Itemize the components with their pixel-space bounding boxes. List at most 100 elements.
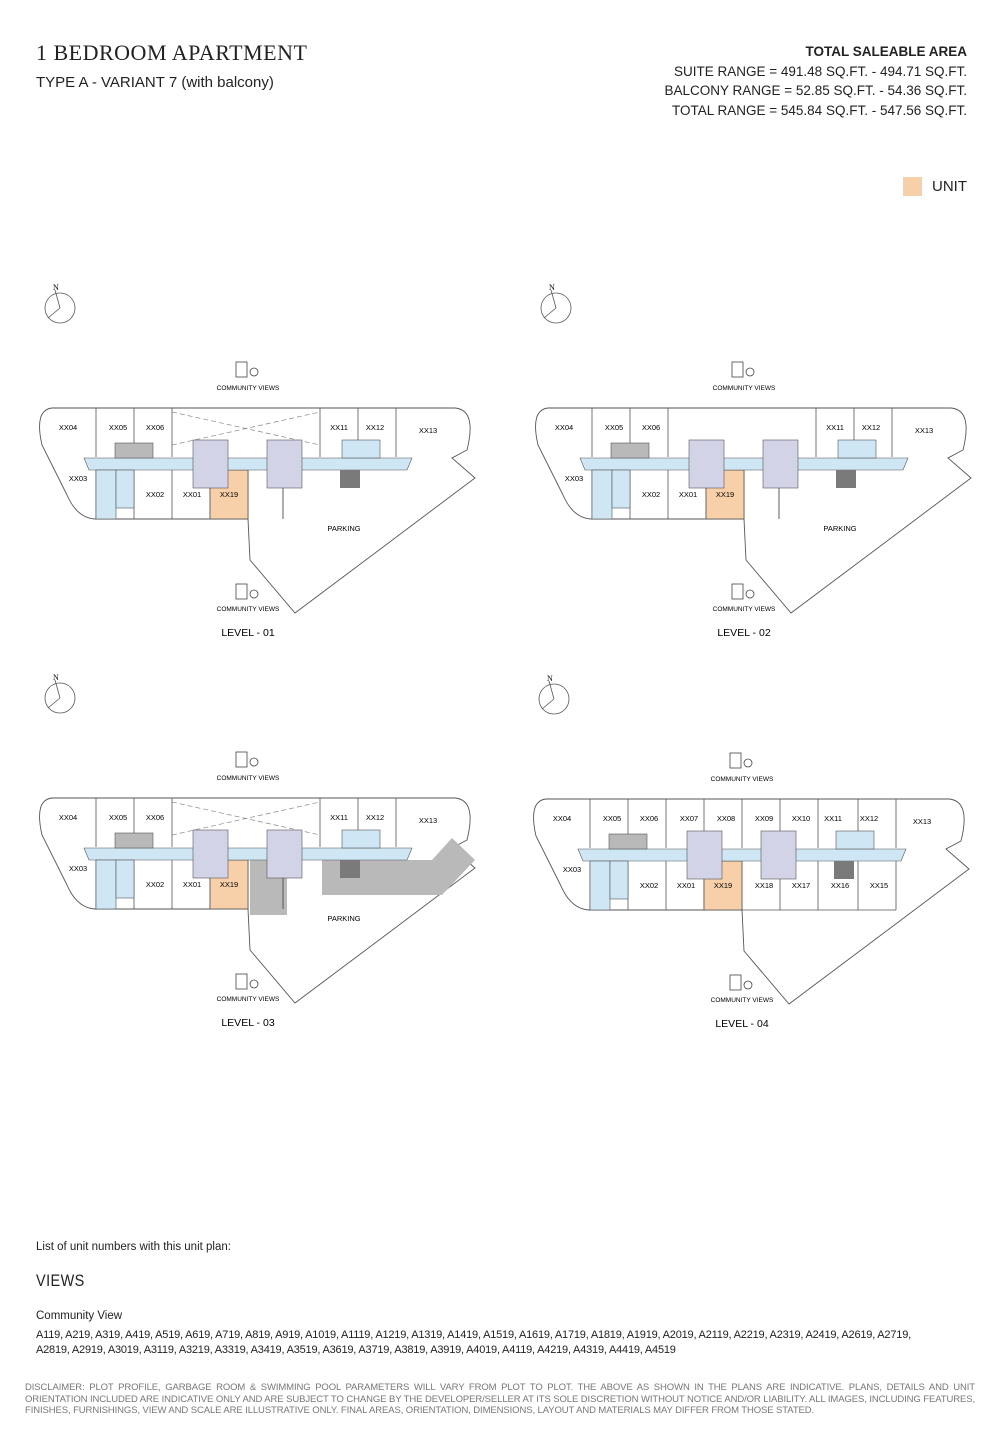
unit-label: XX03	[565, 474, 583, 483]
unit-label: XX01	[677, 881, 695, 890]
disclaimer: DISCLAIMER: PLOT PROFILE, GARBAGE ROOM &…	[25, 1382, 975, 1417]
compass-north-label: N	[547, 674, 553, 683]
building-icon	[731, 583, 744, 600]
corridor-lobby	[837, 439, 877, 459]
unit-label: XX08	[717, 814, 735, 823]
unit-label: XX15	[870, 881, 888, 890]
unit-label: XX05	[109, 813, 127, 822]
unit-label: XX03	[69, 474, 87, 483]
stair-core	[611, 469, 631, 509]
page-title: 1 BEDROOM APARTMENT	[36, 40, 308, 65]
community-views-label: COMMUNITY VIEWS	[217, 996, 280, 1003]
tree-icon	[745, 589, 755, 599]
level-label: LEVEL - 01	[221, 627, 274, 639]
stair-core	[115, 469, 135, 509]
suite-range: SUITE RANGE = 491.48 SQ.FT. - 494.71 SQ.…	[674, 63, 967, 79]
parking-label: PARKING	[327, 524, 360, 533]
compass-icon	[44, 682, 76, 714]
stair-core	[115, 859, 135, 899]
building-icon	[235, 973, 248, 990]
unit-label: XX03	[563, 865, 581, 874]
service-room	[114, 832, 154, 849]
unit-label: XX06	[640, 814, 658, 823]
garbage-room	[834, 861, 854, 879]
unit-label: XX11	[330, 813, 348, 822]
total-range: TOTAL RANGE = 545.84 SQ.FT. - 547.56 SQ.…	[672, 102, 967, 118]
building-icon	[235, 361, 248, 378]
unit-label: XX04	[59, 813, 77, 822]
unit-label: XX16	[831, 881, 849, 890]
building-icon	[729, 974, 742, 991]
tree-icon	[249, 979, 259, 989]
unit-label: XX11	[824, 814, 842, 823]
elevator-core	[192, 439, 229, 489]
legend: UNIT	[903, 177, 967, 196]
legend-label: UNIT	[932, 178, 967, 195]
level-label: LEVEL - 03	[221, 1017, 274, 1029]
compass-needle	[54, 679, 61, 699]
compass-north-label: N	[53, 673, 59, 682]
stair-core	[609, 860, 629, 900]
community-views-label: COMMUNITY VIEWS	[217, 385, 280, 392]
compass-needle	[54, 289, 61, 309]
unit-label: XX11	[330, 423, 348, 432]
building-icon	[235, 751, 248, 768]
area-heading: TOTAL SALEABLE AREA	[805, 44, 967, 59]
garbage-room	[340, 470, 360, 488]
community-views-label: COMMUNITY VIEWS	[713, 385, 776, 392]
corridor-lobby	[835, 830, 875, 850]
saleable-area: TOTAL SALEABLE AREA SUITE RANGE = 491.48…	[665, 42, 968, 120]
compass-needle	[543, 307, 557, 319]
level-label: LEVEL - 04	[715, 1018, 768, 1030]
corridor-lobby	[341, 829, 381, 849]
unit-label: XX03	[69, 864, 87, 873]
community-views-label: COMMUNITY VIEWS	[711, 776, 774, 783]
compass-icon	[538, 683, 570, 715]
tree-icon	[743, 980, 753, 990]
tree-icon	[745, 367, 755, 377]
community-view-heading: Community View	[36, 1310, 123, 1322]
compass-needle	[548, 680, 555, 700]
unit-list-label: List of unit numbers with this unit plan…	[36, 1241, 231, 1253]
compass-icon	[540, 292, 572, 324]
unit-label: XX02	[640, 881, 658, 890]
unit-label: XX18	[755, 881, 773, 890]
unit-label: XX06	[146, 423, 164, 432]
stair-core	[589, 860, 611, 911]
gray-area	[322, 838, 475, 895]
void-cross	[171, 411, 321, 446]
unit-label: XX09	[755, 814, 773, 823]
community-views-label: COMMUNITY VIEWS	[217, 775, 280, 782]
compass-needle	[47, 307, 61, 319]
page-subtitle: TYPE A - VARIANT 7 (with balcony)	[36, 74, 274, 91]
compass-needle	[47, 697, 61, 709]
unit-label: XX01	[183, 490, 201, 499]
unit-label: XX12	[366, 423, 384, 432]
elevator-core	[192, 829, 229, 879]
unit-label: XX13	[419, 816, 437, 825]
stair-core	[591, 469, 613, 520]
unit-label: XX13	[915, 426, 933, 435]
tree-icon	[743, 758, 753, 768]
unit-label: XX17	[792, 881, 810, 890]
garbage-room	[340, 860, 360, 878]
tree-icon	[249, 367, 259, 377]
building-icon	[729, 752, 742, 769]
elevator-core	[762, 439, 799, 489]
unit-label: XX04	[59, 423, 77, 432]
unit-label: XX19	[716, 490, 734, 499]
unit-label: XX19	[714, 881, 732, 890]
corridor	[579, 457, 909, 471]
parking-label: PARKING	[327, 914, 360, 923]
unit-label: XX07	[680, 814, 698, 823]
views-heading: VIEWS	[36, 1271, 85, 1290]
unit-label: XX01	[183, 880, 201, 889]
unit-label: XX05	[109, 423, 127, 432]
unit-numbers: A119, A219, A319, A419, A519, A619, A719…	[36, 1329, 911, 1356]
unit-label: XX13	[419, 426, 437, 435]
compass-north-label: N	[53, 283, 59, 292]
unit-label: XX12	[860, 814, 878, 823]
